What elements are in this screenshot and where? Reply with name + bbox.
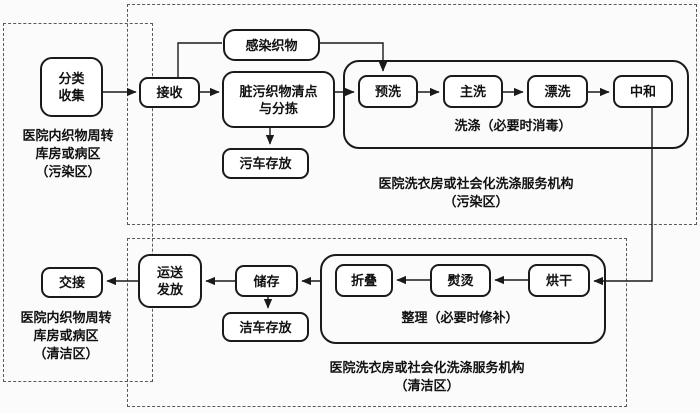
node-label: 中和 bbox=[629, 84, 656, 99]
node-label: 预洗 bbox=[374, 84, 401, 99]
node-label: 烘干 bbox=[545, 273, 572, 288]
node-label: 洁车存放 bbox=[239, 319, 292, 335]
label-text: 医院内织物周转 bbox=[22, 128, 114, 143]
node-label: 交接 bbox=[58, 275, 85, 290]
group-washing bbox=[343, 60, 689, 149]
node-label: 污车存放 bbox=[239, 156, 292, 171]
node-label: 感染织物 bbox=[245, 37, 298, 53]
label-laundry-clean-zone: 医院洗衣房或社会化洗涤服务机构 （清洁区） bbox=[277, 359, 577, 395]
zone-hospital-textile-area bbox=[3, 23, 153, 382]
label-text: 医院洗衣房或社会化洗涤服务机构 bbox=[378, 176, 574, 191]
node-label: 漂洗 bbox=[544, 84, 571, 99]
node-prewash: 预洗 bbox=[358, 75, 418, 108]
label-text: 库房或病区 bbox=[33, 328, 99, 343]
label-hospital-clean-zone: 医院内织物周转 库房或病区 （清洁区） bbox=[1, 309, 131, 363]
label-washing-group: 洗涤（必要时消毒） bbox=[363, 117, 663, 135]
node-label: 发放 bbox=[156, 282, 183, 297]
node-dirty-sort-count: 脏污织物清点 与分拣 bbox=[222, 71, 335, 128]
node-label: 运送 bbox=[156, 265, 183, 280]
node-dry: 烘干 bbox=[528, 264, 590, 297]
node-rinse: 漂洗 bbox=[527, 75, 588, 108]
label-text: 库房或病区 bbox=[35, 146, 101, 161]
label-text: （清洁区） bbox=[33, 346, 99, 361]
label-text: 医院洗衣房或社会化洗涤服务机构 bbox=[329, 360, 525, 375]
node-label: 接收 bbox=[156, 85, 183, 100]
label-text: （污染区） bbox=[443, 194, 509, 209]
label-laundry-dirty-zone: 医院洗衣房或社会化洗涤服务机构 （污染区） bbox=[326, 175, 626, 211]
node-dirty-cart-storage: 污车存放 bbox=[222, 148, 309, 179]
node-receive: 接收 bbox=[139, 77, 200, 108]
node-label: 收集 bbox=[58, 88, 85, 103]
node-neutralize: 中和 bbox=[613, 75, 673, 108]
node-label: 熨烫 bbox=[447, 273, 474, 288]
node-label: 折叠 bbox=[350, 273, 377, 288]
node-handover: 交接 bbox=[41, 267, 103, 298]
node-label: 分类 bbox=[58, 71, 85, 86]
arrow-neutralize-to-dry bbox=[593, 108, 653, 286]
zone-laundry-clean-area bbox=[127, 238, 627, 407]
node-main-wash: 主洗 bbox=[443, 75, 503, 108]
label-text: （污染区） bbox=[35, 164, 101, 179]
label-text: 整理（必要时修补） bbox=[401, 310, 519, 325]
node-label: 与分拣 bbox=[258, 100, 298, 116]
node-clean-cart-storage: 洁车存放 bbox=[222, 312, 309, 342]
label-text: 医院内织物周转 bbox=[20, 310, 112, 325]
label-text: 洗涤（必要时消毒） bbox=[454, 118, 572, 133]
node-fold: 折叠 bbox=[335, 264, 393, 297]
label-hospital-dirty-zone: 医院内织物周转 库房或病区 （污染区） bbox=[3, 127, 133, 181]
label-finishing-group: 整理（必要时修补） bbox=[310, 309, 610, 327]
node-iron: 熨烫 bbox=[430, 264, 491, 297]
node-classify-collect: 分类 收集 bbox=[40, 57, 103, 117]
line-receive-to-infected bbox=[177, 42, 222, 77]
node-infected-textiles: 感染织物 bbox=[223, 29, 320, 61]
label-text: （清洁区） bbox=[394, 378, 460, 393]
node-label: 脏污织物清点 bbox=[239, 83, 318, 99]
node-transport-dispatch: 运送 发放 bbox=[138, 254, 202, 308]
group-finishing bbox=[320, 254, 606, 344]
node-store: 储存 bbox=[235, 265, 298, 297]
zone-laundry-dirty-area bbox=[127, 4, 697, 225]
node-label: 储存 bbox=[253, 273, 280, 289]
node-label: 主洗 bbox=[459, 84, 486, 99]
